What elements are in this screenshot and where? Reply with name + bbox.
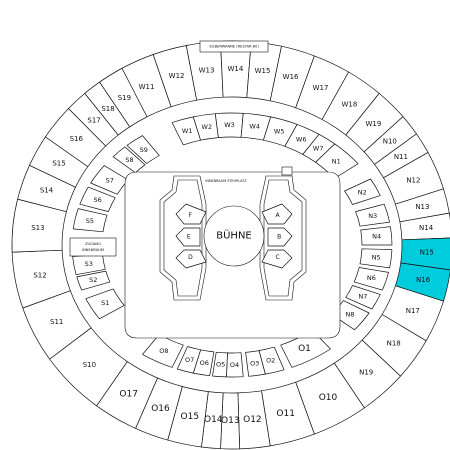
- section-shape[interactable]: [85, 288, 125, 320]
- section-shape[interactable]: [142, 334, 184, 368]
- section-shape[interactable]: [72, 208, 108, 233]
- seat-sections: W10W11W12W13W14W15W16W17W18W19N10N11N12N…: [11, 40, 450, 450]
- section-o5[interactable]: O5: [212, 351, 228, 378]
- zugang-sign: ZUGANG INNENRAUM: [69, 237, 117, 257]
- section-shape[interactable]: [245, 350, 266, 377]
- stage-block-shape[interactable]: [175, 249, 207, 269]
- section-n2[interactable]: N2: [344, 178, 381, 205]
- section-shape[interactable]: [315, 143, 359, 179]
- section-shape[interactable]: [344, 178, 381, 205]
- section-shape[interactable]: [176, 346, 201, 374]
- section-shape[interactable]: [212, 351, 228, 378]
- section-shape[interactable]: [214, 112, 244, 138]
- section-shape[interactable]: [76, 270, 111, 291]
- section-shape[interactable]: [226, 352, 244, 378]
- section-shape[interactable]: [345, 285, 381, 310]
- section-s1[interactable]: S1: [85, 288, 125, 320]
- section-shape[interactable]: [220, 392, 241, 450]
- section-o8[interactable]: O8: [142, 334, 184, 368]
- stage: [203, 205, 265, 267]
- section-shape[interactable]: [79, 186, 116, 212]
- section-n6[interactable]: N6: [353, 267, 389, 291]
- section-o13[interactable]: O13: [220, 392, 241, 450]
- section-shape[interactable]: [112, 146, 146, 174]
- section-shape[interactable]: [72, 254, 106, 276]
- stage-block-shape[interactable]: [261, 203, 293, 225]
- section-shape[interactable]: [90, 165, 129, 195]
- section-shape[interactable]: [359, 248, 393, 269]
- section-n4[interactable]: N4: [360, 226, 393, 246]
- section-n5[interactable]: N5: [359, 248, 393, 269]
- section-n3[interactable]: N3: [355, 203, 390, 227]
- section-shape[interactable]: [126, 135, 160, 164]
- section-shape[interactable]: [355, 203, 390, 227]
- section-shape[interactable]: [400, 237, 450, 271]
- stage-block-shape[interactable]: [267, 227, 293, 247]
- section-shape[interactable]: [99, 67, 148, 128]
- section-o4[interactable]: O4: [226, 352, 244, 378]
- stage-block-shape[interactable]: [261, 249, 293, 269]
- stage-block-shape[interactable]: [175, 227, 201, 247]
- section-s5[interactable]: S5: [72, 208, 108, 233]
- top-sign: SILBERWANNE (RESTAR 80): [199, 40, 269, 53]
- stage-block-shape[interactable]: [175, 203, 207, 225]
- section-w3[interactable]: W3: [214, 112, 244, 138]
- section-shape[interactable]: [360, 226, 393, 246]
- section-s3[interactable]: S3: [72, 254, 106, 276]
- section-shape[interactable]: [353, 267, 389, 291]
